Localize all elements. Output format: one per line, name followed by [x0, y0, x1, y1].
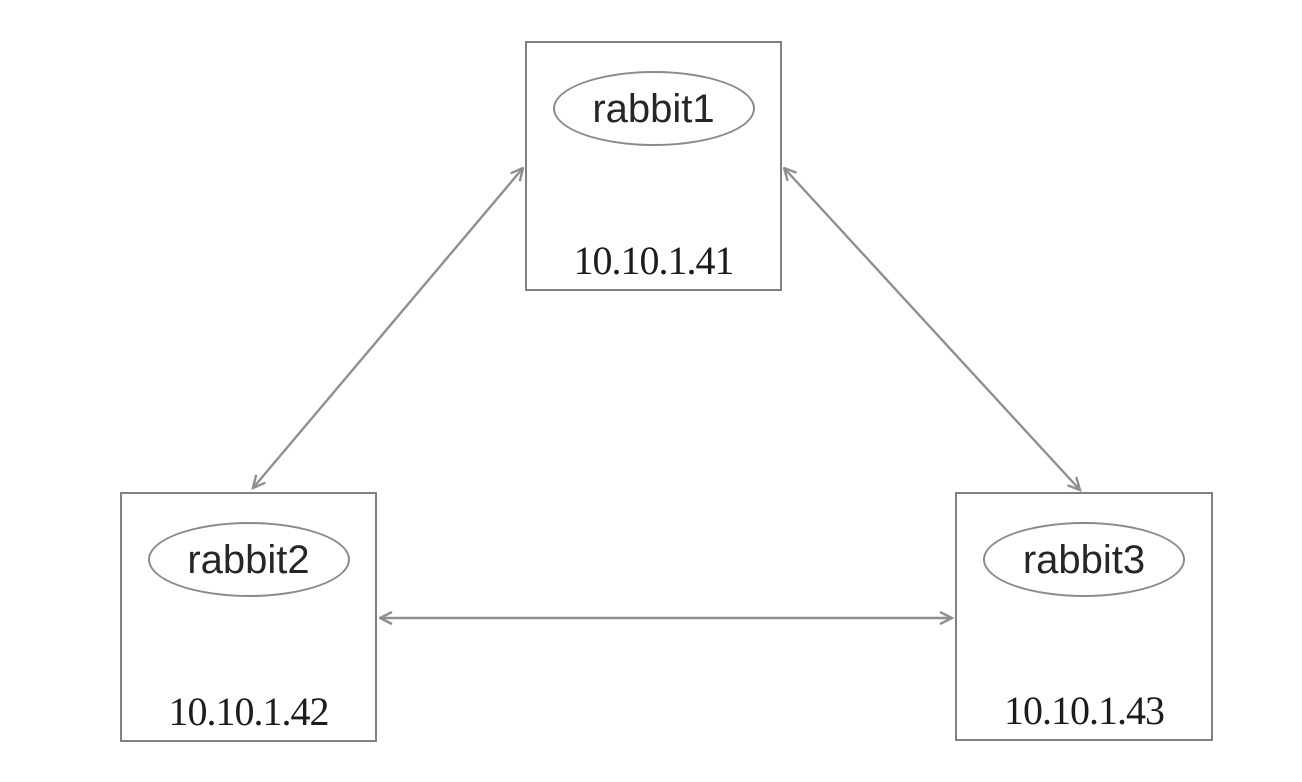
- node-rabbit3: rabbit3 10.10.1.43: [955, 492, 1213, 741]
- node-rabbit2-label: rabbit2: [187, 537, 310, 582]
- node-rabbit1-ellipse: rabbit1: [552, 71, 755, 146]
- node-rabbit3-ellipse: rabbit3: [983, 522, 1185, 597]
- node-rabbit3-ip: 10.10.1.43: [1004, 688, 1165, 733]
- edge-rabbit1-rabbit3: [784, 168, 1080, 490]
- node-rabbit3-label: rabbit3: [1022, 537, 1146, 582]
- node-rabbit2-ip: 10.10.1.42: [168, 689, 330, 734]
- node-rabbit1: rabbit1 10.10.1.41: [525, 41, 782, 291]
- node-rabbit2: rabbit2 10.10.1.42: [120, 492, 377, 742]
- node-rabbit2-ellipse: rabbit2: [147, 522, 350, 597]
- edge-rabbit1-rabbit2: [253, 168, 523, 488]
- node-rabbit1-ip: 10.10.1.41: [573, 238, 735, 283]
- node-rabbit1-label: rabbit1: [592, 86, 715, 131]
